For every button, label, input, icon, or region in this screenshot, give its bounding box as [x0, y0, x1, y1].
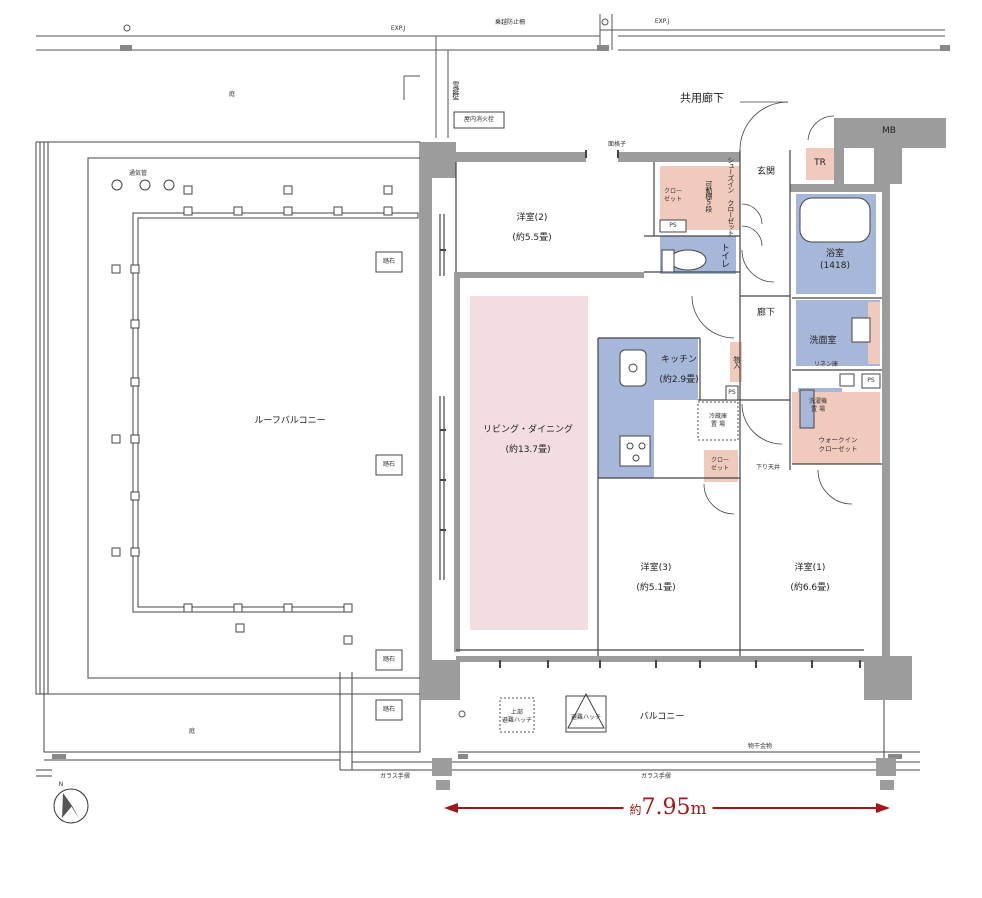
dimension-value: 7.95 — [641, 795, 691, 820]
label-ps-3: PS — [867, 376, 875, 384]
label-exp-right: EXP.J — [654, 17, 670, 25]
label-exp-left: EXP.J — [390, 24, 406, 32]
label-stone-4: 踏石 — [382, 705, 396, 713]
compass-north-label: N — [58, 780, 64, 788]
label-balcony: バルコニー — [639, 711, 685, 722]
bath-name: 浴室 — [825, 248, 844, 259]
label-glass-rail-1: ガラス手摺 — [380, 772, 410, 780]
window-ticks — [440, 150, 861, 668]
living-name: リビング・ダイニング — [482, 424, 574, 435]
living-fill — [470, 296, 588, 630]
label-pipe: 雪避壁 — [451, 81, 460, 99]
room-bedroom-3: 洋室(3) (約5.1畳) — [636, 562, 675, 594]
room-walkin: ウォークイン クローゼット — [818, 436, 858, 453]
label-mb: MB — [882, 125, 896, 136]
evac-hatch-triangle — [567, 692, 605, 729]
label-shared-corridor: 共用廊下 — [680, 91, 724, 105]
kitchen-size: (約2.9畳) — [659, 375, 699, 385]
bottom-markers — [52, 710, 902, 759]
door-swings — [691, 101, 853, 515]
label-ps-1: PS — [669, 221, 677, 229]
label-ceiling-drop: 下り天井 — [755, 463, 781, 471]
label-linen: リネン庫 — [813, 360, 839, 368]
label-fridge: 冷蔵庫 置 場 — [708, 412, 728, 428]
bedroom-2-name: 洋室(2) — [516, 212, 548, 223]
roof-balcony-area — [35, 141, 421, 695]
fixtures — [619, 197, 881, 467]
label-fence: 乗越防止柵 — [494, 18, 526, 26]
bedroom-1-size: (約6.6畳) — [790, 583, 830, 593]
evac-hatch-box — [565, 695, 607, 733]
room-washroom: 洗面室 — [809, 335, 837, 346]
label-evac-hatch: 避難ハッチ — [570, 713, 602, 721]
room-living: リビング・ダイニング (約13.7畳) — [483, 424, 573, 456]
label-tr: TR — [814, 157, 826, 168]
room-kitchen: キッチン (約2.9畳) — [659, 354, 698, 386]
label-stone-2: 踏石 — [382, 460, 396, 468]
label-stone-3: 踏石 — [382, 655, 396, 663]
room-bath: 浴室 (1418) — [820, 248, 850, 272]
fridge-box — [499, 401, 739, 733]
stepping-stones — [375, 111, 505, 721]
bedroom-1-name: 洋室(1) — [794, 562, 826, 573]
label-bottom-garden: 庭 — [188, 727, 196, 735]
interior-walls — [439, 150, 882, 656]
top-boundary-lines — [36, 14, 945, 138]
apartment-walls — [420, 118, 946, 790]
room-bedroom-1: 洋室(1) (約6.6畳) — [790, 562, 829, 594]
label-shoes-closet: シューズイン クローゼット — [726, 156, 735, 236]
bedroom-3-size: (約5.1畳) — [636, 583, 676, 593]
room-bedroom-2: 洋室(2) (約5.5畳) — [512, 212, 551, 244]
label-ps-2: PS — [728, 388, 736, 396]
dimension-unit: m — [690, 799, 707, 819]
label-storage: 物入 — [732, 356, 741, 368]
dimension-prefix: 約 — [629, 803, 642, 817]
label-toilet: トイレ — [718, 243, 729, 267]
label-upper-hatch: 上部 避難ハッチ — [501, 708, 533, 724]
kitchen-name: キッチン — [660, 354, 697, 365]
pergola-posts — [111, 185, 393, 645]
room-hall: 廊下 — [756, 307, 776, 318]
label-glass-rail-2: ガラス手摺 — [641, 772, 671, 780]
room-closet-2: クロー ゼット — [710, 456, 730, 472]
label-entrance: 玄関 — [756, 166, 776, 177]
label-vent: 通気管 — [128, 169, 148, 177]
width-dimension: 約7.95m — [448, 793, 888, 823]
bedroom-2-size: (約5.5畳) — [512, 233, 552, 243]
label-closet-small: クロー ゼット — [663, 187, 683, 203]
bath-size: (1418) — [820, 261, 850, 271]
label-clothes-rack: 物干金物 — [747, 742, 773, 750]
label-shelf: 可動棚5段 — [704, 180, 713, 212]
living-size: (約13.7畳) — [505, 445, 551, 455]
bottom-lines — [36, 672, 920, 777]
label-top-garden: 庭 — [228, 90, 236, 98]
label-roof-balcony: ルーフバルコニー — [254, 415, 326, 426]
top-expansion-joints — [120, 18, 950, 51]
label-stone-1: 踏石 — [382, 257, 396, 265]
label-grille: 面格子 — [607, 140, 627, 148]
label-washer: 洗濯機 置 場 — [808, 397, 828, 413]
label-hydrant: 屋内消火栓 — [463, 115, 495, 123]
bedroom-3-name: 洋室(3) — [640, 562, 672, 573]
dimension-label: 約7.95m — [623, 795, 713, 820]
compass-icon — [53, 788, 89, 824]
